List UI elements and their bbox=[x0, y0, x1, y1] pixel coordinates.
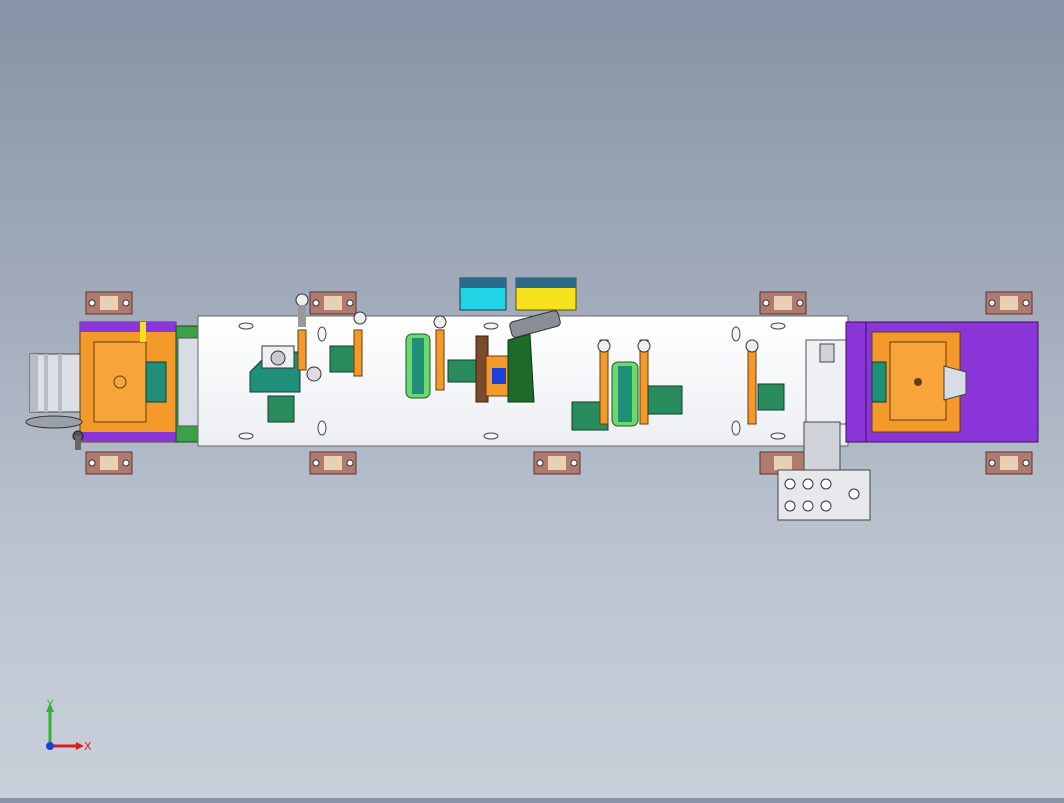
foot-top-2 bbox=[309, 291, 357, 315]
motor bbox=[25, 353, 84, 450]
y-axis-label: Y bbox=[46, 698, 54, 711]
x-axis-label: X bbox=[84, 740, 92, 753]
fixture-cluster-2 bbox=[405, 310, 561, 403]
foot-bottom-5 bbox=[985, 451, 1033, 475]
foot-bottom-1 bbox=[85, 451, 133, 475]
top-cylinders bbox=[459, 277, 577, 311]
foot-top-4 bbox=[985, 291, 1033, 315]
right-tailstock bbox=[805, 321, 1039, 443]
fixture-cluster-3 bbox=[571, 339, 785, 431]
foot-top-1 bbox=[85, 291, 133, 315]
fixture-cluster-1 bbox=[249, 293, 367, 423]
y-axis-head bbox=[46, 703, 54, 712]
foot-top-3 bbox=[759, 291, 807, 315]
z-axis-dot bbox=[46, 742, 54, 750]
plate-holes bbox=[238, 322, 786, 440]
foot-bottom-2 bbox=[309, 451, 357, 475]
foot-bottom-3 bbox=[533, 451, 581, 475]
coordinate-triad: Y X bbox=[46, 698, 92, 753]
valve-block bbox=[777, 421, 871, 521]
mounting-feet bbox=[85, 291, 1033, 475]
x-axis-head bbox=[76, 742, 84, 750]
